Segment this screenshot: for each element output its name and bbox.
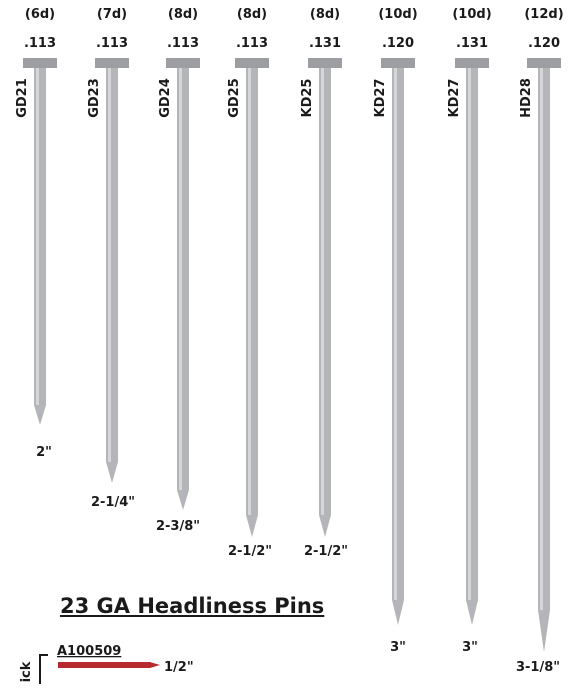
nail-penny-label: (6d) [25, 7, 55, 22]
nail-length-label: 3" [390, 640, 406, 655]
nail-shaft [392, 68, 404, 600]
nail-4 [235, 58, 269, 537]
nail-shaft [538, 68, 550, 610]
nail-length-label: 2-1/2" [228, 544, 272, 559]
nail-gauge-label: .131 [309, 36, 341, 51]
nail-penny-label: (10d) [378, 7, 417, 22]
nail-length-label: 2" [36, 445, 52, 460]
nail-gauge-label: .113 [167, 36, 199, 51]
side-bracket [39, 654, 48, 684]
nail-code-label: HD28 [519, 78, 534, 118]
nail-tip [34, 405, 46, 425]
pin-code-label: A100509 [57, 644, 121, 659]
nail-gauge-label: .113 [236, 36, 268, 51]
nail-head [527, 58, 561, 68]
nail-head [23, 58, 57, 68]
nail-penny-label: (7d) [97, 7, 127, 22]
nail-tip [466, 600, 478, 625]
nail-penny-label: (10d) [452, 7, 491, 22]
nail-code-label: GD23 [87, 78, 102, 118]
nail-shaft [34, 68, 46, 405]
nail-head [235, 58, 269, 68]
nail-shaft-highlight [321, 68, 324, 515]
nail-length-label: 3-1/8" [516, 660, 560, 675]
side-label: ick [19, 661, 34, 682]
nail-1 [23, 58, 57, 425]
nail-tip [392, 600, 404, 625]
nail-code-label: KD27 [373, 79, 388, 118]
nail-gauge-label: .113 [96, 36, 128, 51]
nail-gauge-label: .131 [456, 36, 488, 51]
nail-penny-label: (8d) [168, 7, 198, 22]
nail-shaft-highlight [394, 68, 397, 600]
nail-penny-label: (8d) [237, 7, 267, 22]
nail-code-label: GD24 [158, 78, 173, 118]
nail-tip [177, 490, 189, 510]
nail-shaft-highlight [248, 68, 251, 515]
nail-6 [381, 58, 415, 625]
nail-shaft [246, 68, 258, 515]
nail-shaft-highlight [179, 68, 182, 490]
pins-heading: 23 GA Headliness Pins [60, 594, 325, 618]
nail-5 [308, 58, 342, 537]
nail-gauge-label: .120 [382, 36, 414, 51]
nail-penny-label: (8d) [310, 7, 340, 22]
nail-code-label: GD21 [15, 78, 30, 118]
nail-code-label: KD27 [447, 79, 462, 118]
nail-7 [455, 58, 489, 625]
nail-tip [246, 515, 258, 537]
nail-tip [538, 610, 550, 652]
nail-shaft-highlight [468, 68, 471, 600]
nail-length-label: 3" [462, 640, 478, 655]
nail-code-label: KD25 [300, 79, 315, 118]
nail-length-label: 2-1/4" [91, 495, 135, 510]
nail-head [166, 58, 200, 68]
nail-length-label: 2-1/2" [304, 544, 348, 559]
nail-penny-label: (12d) [524, 7, 563, 22]
pin-tip [150, 662, 160, 668]
nail-shaft-highlight [108, 68, 111, 462]
pin-shaft [58, 662, 150, 668]
nail-code-label: GD25 [227, 78, 242, 118]
nail-shaft [319, 68, 331, 515]
nail-head [95, 58, 129, 68]
nail-8 [527, 58, 561, 652]
pin-length-label: 1/2" [164, 660, 194, 675]
nail-shaft [466, 68, 478, 600]
nail-head [381, 58, 415, 68]
nail-2 [95, 58, 129, 483]
nail-length-label: 2-3/8" [156, 519, 200, 534]
nail-head [308, 58, 342, 68]
nail-shaft [106, 68, 118, 462]
nail-gauge-label: .120 [528, 36, 560, 51]
nail-shaft-highlight [36, 68, 39, 405]
nail-tip [106, 462, 118, 483]
nail-tip [319, 515, 331, 537]
nail-3 [166, 58, 200, 510]
nail-gauge-label: .113 [24, 36, 56, 51]
nail-shaft-highlight [540, 68, 543, 610]
nail-head [455, 58, 489, 68]
nail-shaft [177, 68, 189, 490]
